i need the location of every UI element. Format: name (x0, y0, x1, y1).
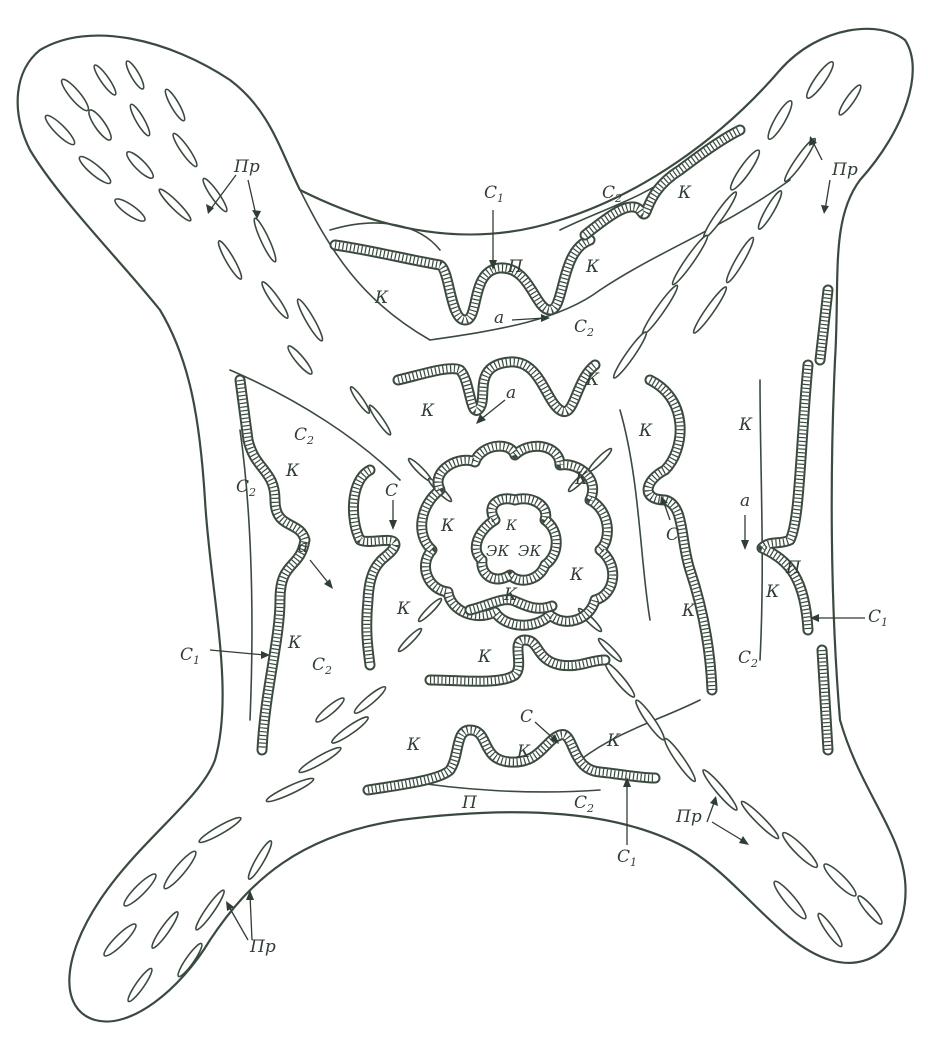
label-k-ring-1: К (440, 516, 455, 536)
label-pr-top-right: Пр (831, 160, 858, 180)
label-c2-left-upper-base: С (294, 425, 307, 445)
label-c1-top: С1 (484, 183, 504, 205)
label-c2-left-upper-sub: 2 (306, 434, 314, 447)
label-k-bottom-2: К (406, 735, 421, 755)
label-k-bottom-1: К (477, 647, 492, 667)
label-c2-top-right: С2 (602, 183, 622, 205)
label-k-bottom-3: К (516, 742, 531, 762)
label-k-left-1: К (285, 461, 300, 481)
label-c1-left-base: С (180, 645, 193, 665)
label-c2-bottom-sub: 2 (586, 802, 594, 815)
label-c-right: С (666, 525, 679, 545)
label-c1-top-sub: 1 (497, 192, 504, 205)
label-ek-1: ЭК (486, 542, 509, 560)
label-k-top-5: К (420, 401, 435, 421)
label-c1-right: С1 (868, 607, 888, 629)
label-a-top: а (494, 308, 504, 328)
label-pr-bottom-right: Пр (675, 807, 702, 827)
label-p-bottom: П (461, 793, 478, 813)
label-pr-bottom-left: Пр (249, 937, 276, 957)
label-k-top-3: К (374, 288, 389, 308)
label-k-top-1: К (585, 257, 600, 277)
label-c1-bottom: С1 (617, 847, 637, 869)
label-ek-2: ЭК (518, 542, 541, 560)
label-k-ring-4: К (503, 585, 518, 605)
label-c2-right-base: С (738, 648, 751, 668)
label-c2-bottom-base: С (574, 793, 587, 813)
label-c2-top-sub: 2 (586, 326, 594, 339)
label-k-top-4: К (585, 370, 600, 390)
label-p-top: П (507, 257, 524, 277)
label-c2-top-base: С (574, 317, 587, 337)
label-k-top-2: К (677, 183, 692, 203)
label-k-left-2: К (287, 633, 302, 653)
label-k-right-3: К (681, 601, 696, 621)
label-c1-left: С1 (180, 645, 200, 667)
label-c1-left-sub: 1 (193, 654, 200, 667)
label-c-bottom: С (520, 707, 533, 727)
label-c1-bottom-base: С (617, 847, 630, 867)
label-c1-right-base: С (868, 607, 881, 627)
label-a-second: а (506, 383, 516, 403)
label-c2-right-sub: 2 (750, 657, 758, 670)
label-c2-top-right-sub: 2 (614, 192, 622, 205)
label-a-left: а (298, 537, 308, 557)
label-k-right-1: К (638, 421, 653, 441)
label-c1-right-sub: 1 (881, 616, 888, 629)
label-c2-left-sub: 2 (248, 486, 256, 499)
label-k-right-2: К (738, 415, 753, 435)
label-c2-top-right-base: С (602, 183, 615, 203)
label-c1-bottom-sub: 1 (630, 856, 637, 869)
label-k-right-4: К (765, 582, 780, 602)
label-k-bottom-4: К (606, 731, 621, 751)
label-c1-top-base: С (484, 183, 497, 203)
label-c2-left-lower-sub: 2 (324, 664, 332, 677)
label-p-right: П (785, 558, 802, 578)
label-k-ring-3: К (569, 565, 584, 585)
label-k-ring-2: К (574, 469, 589, 489)
label-c2-left-base: С (236, 477, 249, 497)
label-a-right: а (740, 491, 750, 511)
label-k-left-3: К (396, 599, 411, 619)
label-c-left: С (385, 481, 398, 501)
label-k-center: К (505, 518, 518, 534)
label-c2-left-lower-base: С (312, 655, 325, 675)
label-pr-top-left: Пр (233, 157, 260, 177)
